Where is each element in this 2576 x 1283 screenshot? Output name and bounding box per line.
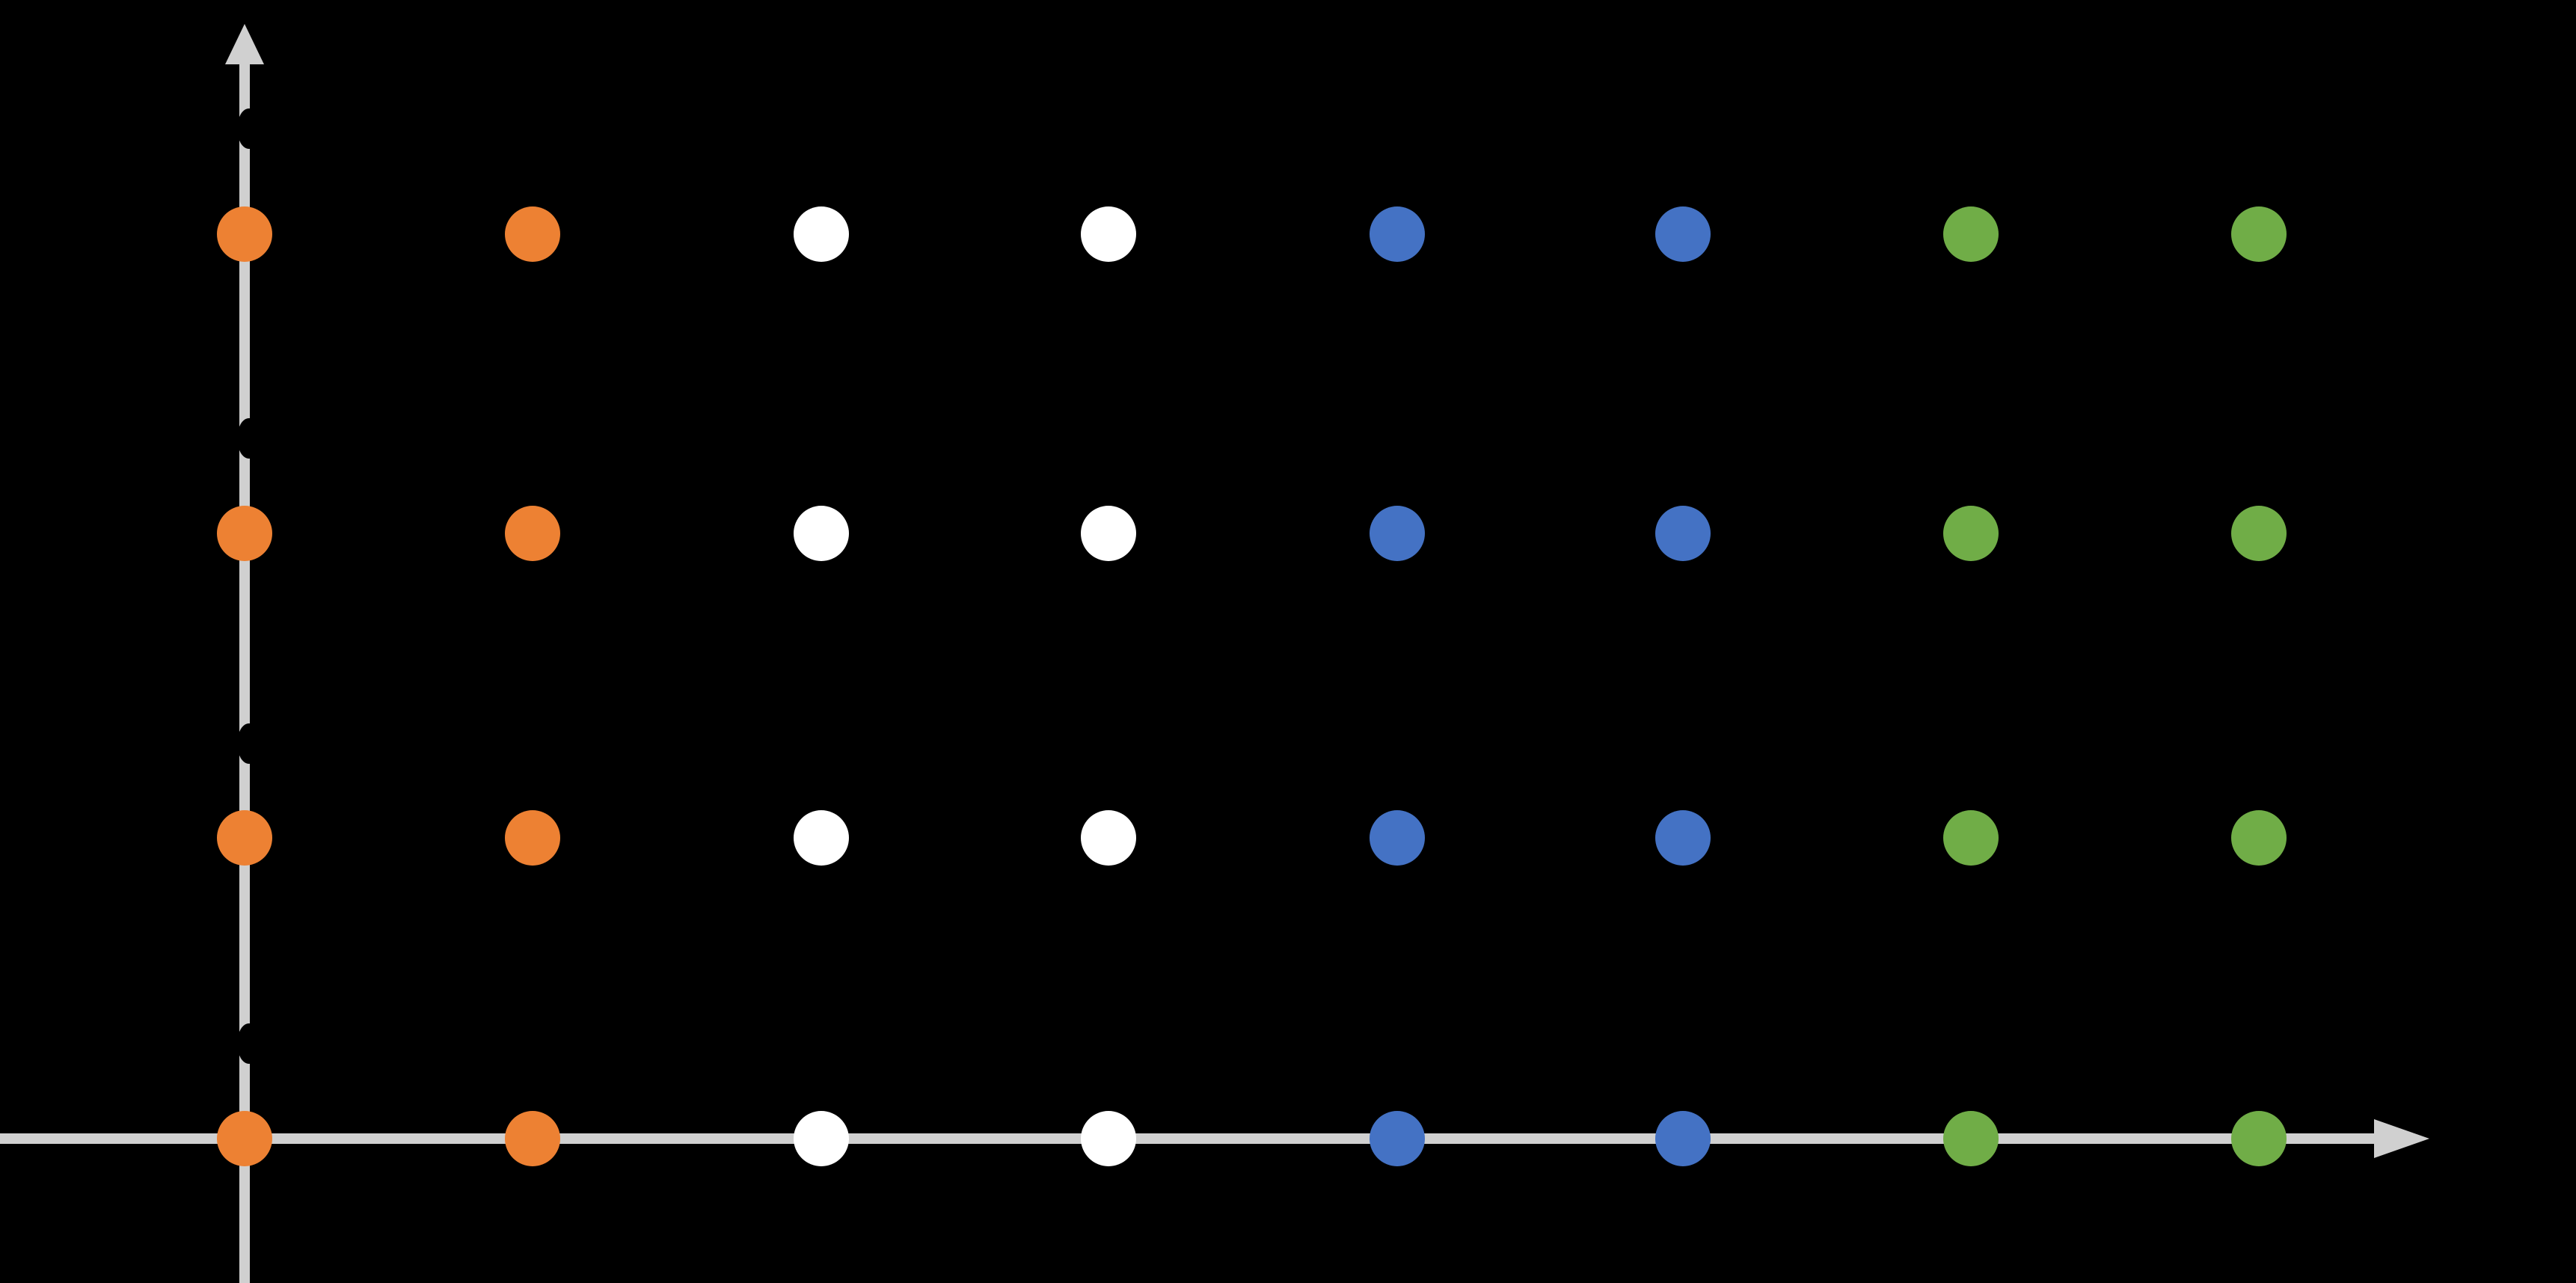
data-point-blue-1[interactable]: [1655, 206, 1711, 262]
data-point-blue-5[interactable]: [1655, 810, 1711, 866]
data-point-blue-7[interactable]: [1655, 1111, 1711, 1166]
data-point-orange-1[interactable]: [505, 206, 560, 262]
axis-break-layer: [237, 108, 261, 1064]
y-axis-arrowhead-icon: [225, 24, 264, 64]
y-axis-break-mark-3: [237, 1023, 261, 1064]
data-point-orange-6[interactable]: [217, 1111, 272, 1166]
data-point-green-7[interactable]: [2231, 1111, 2287, 1166]
data-point-white-1[interactable]: [1081, 206, 1136, 262]
data-point-green-6[interactable]: [1943, 1111, 1999, 1166]
data-point-green-1[interactable]: [2231, 206, 2287, 262]
axis-layer: [0, 24, 2429, 1283]
y-axis-break-mark-0: [237, 108, 261, 149]
data-point-blue-2[interactable]: [1370, 506, 1425, 561]
data-point-orange-5[interactable]: [505, 810, 560, 866]
data-point-blue-3[interactable]: [1655, 506, 1711, 561]
y-axis-break-mark-1: [237, 418, 261, 459]
data-point-blue-6[interactable]: [1370, 1111, 1425, 1166]
data-point-white-0[interactable]: [794, 206, 849, 262]
data-point-white-6[interactable]: [794, 1111, 849, 1166]
data-point-white-3[interactable]: [1081, 506, 1136, 561]
data-point-orange-4[interactable]: [217, 810, 272, 866]
data-point-green-4[interactable]: [1943, 810, 1999, 866]
data-point-white-4[interactable]: [794, 810, 849, 866]
x-axis-arrowhead-icon: [2374, 1119, 2429, 1158]
data-point-orange-7[interactable]: [505, 1111, 560, 1166]
data-point-white-2[interactable]: [794, 506, 849, 561]
data-point-orange-2[interactable]: [217, 506, 272, 561]
x-axis-line: [0, 1133, 2391, 1144]
data-point-white-5[interactable]: [1081, 810, 1136, 866]
data-point-orange-0[interactable]: [217, 206, 272, 262]
y-axis-line: [239, 48, 250, 1283]
data-point-blue-4[interactable]: [1370, 810, 1425, 866]
data-point-green-0[interactable]: [1943, 206, 1999, 262]
data-point-green-3[interactable]: [2231, 506, 2287, 561]
data-point-green-2[interactable]: [1943, 506, 1999, 561]
data-points-layer: [217, 206, 2287, 1166]
data-point-orange-3[interactable]: [505, 506, 560, 561]
data-point-green-5[interactable]: [2231, 810, 2287, 866]
y-axis-break-mark-2: [237, 723, 261, 764]
data-point-white-7[interactable]: [1081, 1111, 1136, 1166]
data-point-blue-0[interactable]: [1370, 206, 1425, 262]
